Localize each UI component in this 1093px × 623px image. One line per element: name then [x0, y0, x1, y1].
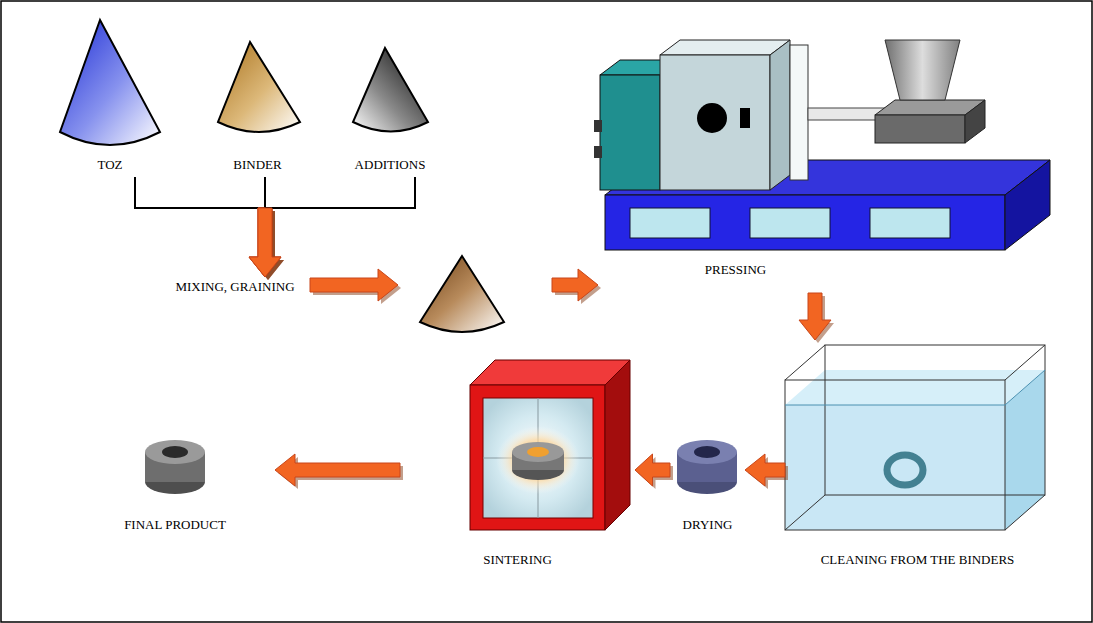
process-step: DRYING [670, 430, 745, 537]
step-label: DRYING [683, 517, 733, 532]
cleaning-tank-part [1005, 370, 1045, 530]
block-arrow [310, 269, 398, 301]
press-machine-part [660, 55, 770, 190]
bracket-line [265, 177, 415, 208]
cleaning-tank-part [785, 345, 825, 380]
block-arrow [635, 454, 670, 486]
step-label: SINTERING [483, 552, 552, 567]
bracket-line [264, 177, 266, 208]
process-step: PRESSING [598, 15, 873, 293]
press-machine-part [750, 208, 830, 238]
cleaning-tank-part [785, 380, 1005, 530]
flow-arrow [249, 177, 415, 280]
sintering-furnace-part [470, 385, 605, 530]
step-label: CLEANING FROM THE BINDERS [821, 552, 1015, 567]
block-arrow [799, 293, 831, 340]
press-machine-part [594, 146, 602, 158]
step-label: FINAL PRODUCT [124, 517, 226, 532]
flow-arrow [249, 177, 284, 280]
press-machine-part [697, 103, 727, 133]
step-label: MIXING, GRAINING [175, 279, 294, 294]
powder-cone-part [60, 20, 160, 145]
additions-cone-part [353, 48, 428, 132]
binder-cone-part [218, 42, 300, 132]
flow-arrow [799, 293, 834, 343]
sintering-furnace-part [605, 360, 630, 530]
final-part [145, 440, 205, 494]
additions-cone [353, 48, 428, 132]
sintering-furnace-part [470, 360, 630, 385]
block-arrow [249, 208, 281, 277]
press-machine-part [660, 40, 790, 55]
press-machine [594, 40, 1050, 250]
press-machine-part [790, 45, 808, 180]
flow-arrow [275, 454, 403, 489]
block-arrow [745, 454, 785, 486]
process-step: SINTERING [400, 355, 635, 572]
bracket-line [135, 177, 265, 208]
final-product: FINAL PRODUCT [75, 430, 275, 537]
press-machine-part [965, 100, 985, 143]
sintering-furnace [470, 360, 630, 530]
sintering-furnace-part [496, 426, 580, 494]
press-machine-part [605, 195, 1005, 250]
material-input: ADDITIONS [335, 35, 445, 177]
process-step: MIXING, GRAINING [160, 277, 310, 295]
press-machine-part [885, 40, 960, 100]
sintering-furnace-part [527, 447, 549, 457]
material-input: TOZ [55, 15, 165, 177]
feedstock-cone [420, 256, 504, 332]
press-machine-part [875, 115, 965, 143]
block-arrow [552, 269, 598, 301]
final-part-part [162, 446, 188, 458]
dried-part [677, 440, 737, 494]
cleaning-tank-part [1005, 370, 1045, 405]
press-machine-part [630, 208, 710, 238]
sintering-furnace-part [512, 442, 564, 462]
press-machine-part [1005, 160, 1050, 250]
material-input: BINDER [210, 35, 305, 177]
cleaning-tank-part [785, 405, 1005, 406]
cleaning-tank-part [785, 370, 1045, 405]
press-machine-part [770, 40, 790, 190]
final-part-part [145, 440, 205, 464]
step-label: BINDER [233, 157, 281, 172]
powder-cone [60, 20, 160, 145]
press-machine-part [740, 108, 750, 128]
flow-arrow [310, 269, 601, 304]
dried-part-part [694, 446, 720, 458]
step-label: TOZ [97, 157, 122, 172]
flow-arrow [745, 454, 788, 489]
flow-arrow [635, 454, 673, 489]
press-machine-part [594, 120, 602, 132]
binder-cone [218, 42, 300, 132]
step-label: PRESSING [705, 262, 766, 277]
dried-part-part [677, 440, 737, 464]
cleaning-tank-part [825, 345, 1045, 495]
cleaning-tank-part [785, 495, 825, 530]
cleaning-tank-part [785, 405, 1005, 530]
process-step: CLEANING FROM THE BINDERS [785, 340, 1050, 572]
flow-arrow [135, 177, 284, 280]
cleaning-tank-part [1005, 495, 1045, 530]
step-label: ADDITIONS [355, 157, 426, 172]
block-arrow [275, 454, 400, 486]
press-machine-part [870, 208, 950, 238]
press-machine-part [600, 75, 660, 190]
sintering-furnace-part [483, 398, 593, 518]
cleaning-tank-part [887, 455, 923, 485]
feedstock-cone-part [420, 256, 504, 332]
cleaning-tank [785, 345, 1045, 530]
